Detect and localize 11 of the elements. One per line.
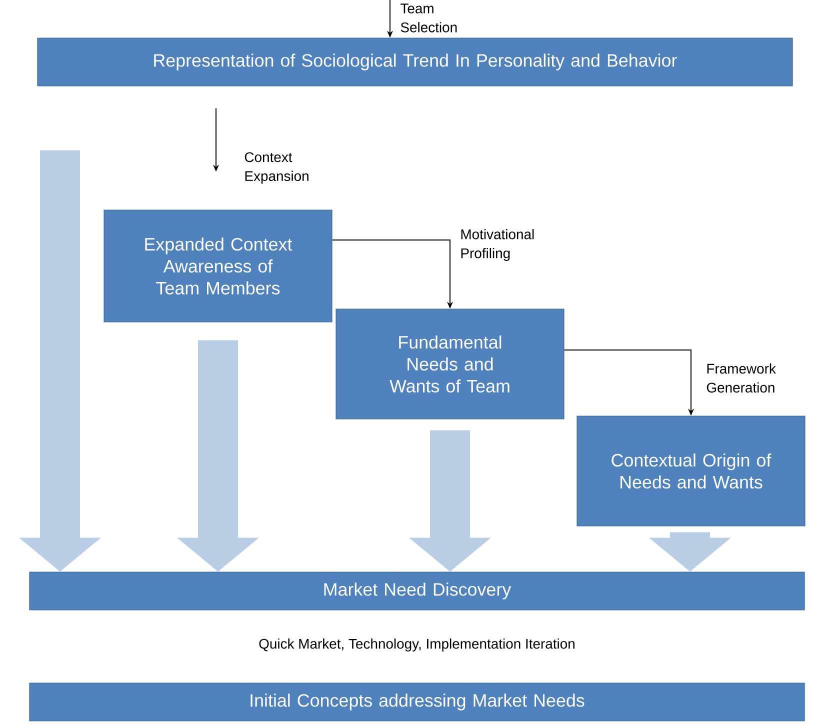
edge-label: Context Expansion <box>244 152 308 184</box>
process-box: Expanded Context Awareness of Team Members <box>104 210 332 322</box>
process-box: Fundamental Needs and Wants of Team <box>336 308 564 420</box>
process-bar: Initial Concepts addressing Market Needs <box>29 682 805 722</box>
edge-label: Motivational Profiling <box>461 229 534 261</box>
process-box: Contextual Origin of Needs and Wants <box>576 416 806 526</box>
edge-label: Framework Generation <box>706 363 776 393</box>
note-text: Quick Market, Technology, Implementation Iteration <box>259 638 574 652</box>
process-bar: Market Need Discovery <box>29 572 805 610</box>
process-bar: Representation of Sociological Trend In Personality and Behavior <box>37 38 793 86</box>
edge-label: Team Selection <box>400 4 457 32</box>
